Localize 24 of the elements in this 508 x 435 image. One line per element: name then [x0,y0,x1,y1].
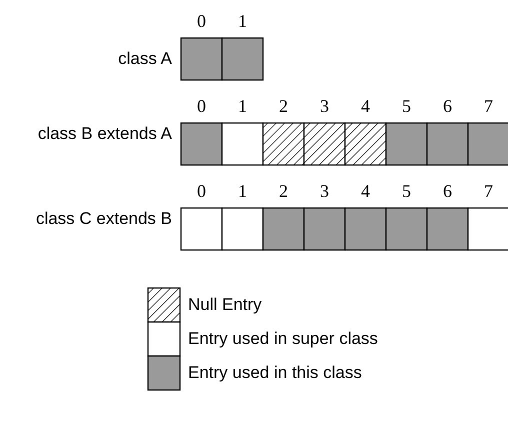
slot-index: 0 [196,96,207,117]
slot-index: 6 [442,96,453,117]
slot-index: 3 [319,181,330,202]
slot-index: 0 [196,11,207,32]
slot-index: 1 [237,11,248,32]
slot-index: 6 [442,181,453,202]
slot-index: 4 [360,96,371,117]
slot-index: 7 [483,181,494,202]
legend-label: Entry used in this class [188,363,362,383]
slot-index: 2 [278,96,289,117]
slot-index: 1 [237,181,248,202]
slot-index: 5 [401,181,412,202]
legend-label: Null Entry [188,295,262,315]
slot-index: 3 [319,96,330,117]
class-label: class B extends A [36,123,172,144]
slot-index: 4 [360,181,371,202]
class-label: class A [117,48,172,69]
slot-index: 0 [196,181,207,202]
legend-label: Entry used in super class [188,329,378,349]
slot-index: 7 [483,96,494,117]
slot-index: 1 [237,96,248,117]
slot-index: 2 [278,181,289,202]
slot-index: 5 [401,96,412,117]
class-label: class C extends B [34,208,172,229]
